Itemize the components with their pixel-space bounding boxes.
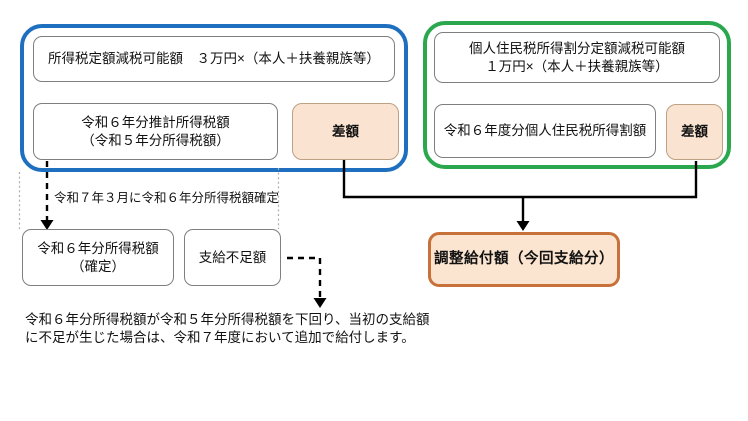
- additional-payment-note-line2: に不足が生じた場合は、令和７年度において追加で給付します。: [25, 330, 415, 346]
- income-tax-possible-amount-label: 所得税定額減税可能額 ３万円×（本人＋扶養親族等）: [48, 51, 380, 67]
- resident-tax-possible-amount-line1: 個人住民税所得割分定額減税可能額: [469, 40, 685, 56]
- determined-income-tax-line2: （確定）: [71, 258, 125, 274]
- adjustment-payout-box: 調整給付額（今回支給分）: [428, 232, 620, 287]
- income-tax-group-frame: [20, 24, 408, 172]
- adjustment-payout-label: 調整給付額（今回支給分）: [434, 250, 614, 267]
- payout-arrow-down-icon: [516, 221, 530, 231]
- estimated-income-tax-box: 令和６年分推計所得税額 （令和５年分所得税額）: [33, 103, 278, 160]
- resident-tax-possible-amount-line2: １万円×（本人＋扶養親族等）: [485, 58, 669, 74]
- shortfall-label: 支給不足額: [198, 249, 267, 265]
- shortfall-arrow-down-icon: [313, 298, 327, 308]
- resident-tax-amount-label: 令和６年度分個人住民税所得割額: [443, 123, 647, 139]
- estimated-income-tax-line1: 令和６年分推計所得税額: [81, 114, 230, 130]
- shortfall-connector-line: [287, 256, 322, 299]
- determined-income-tax-box: 令和６年分所得税額 （確定）: [22, 229, 174, 286]
- additional-payment-note: 令和６年分所得税額が令和５年分所得税額を下回り、当初の支給額 に不足が生じた場合…: [25, 311, 429, 347]
- estimated-income-tax-line2: （令和５年分所得税額）: [81, 132, 230, 148]
- income-tax-difference-label: 差額: [332, 123, 359, 139]
- determined-income-tax-line1: 令和６年分所得税額: [37, 240, 159, 256]
- determination-note: 令和７年３月に令和６年分所得税額確定: [54, 191, 280, 205]
- resident-tax-possible-amount-box: 個人住民税所得割分定額減税可能額 １万円×（本人＋扶養親族等）: [434, 32, 720, 83]
- income-tax-possible-amount-box: 所得税定額減税可能額 ３万円×（本人＋扶養親族等）: [33, 36, 395, 82]
- resident-tax-amount-box: 令和６年度分個人住民税所得割額: [434, 104, 656, 158]
- resident-tax-difference-label: 差額: [681, 124, 708, 140]
- shortfall-box: 支給不足額: [184, 229, 281, 286]
- additional-payment-note-line1: 令和６年分所得税額が令和５年分所得税額を下回り、当初の支給額: [25, 312, 430, 327]
- income-tax-difference-box: 差額: [292, 103, 399, 160]
- resident-tax-difference-box: 差額: [666, 104, 723, 160]
